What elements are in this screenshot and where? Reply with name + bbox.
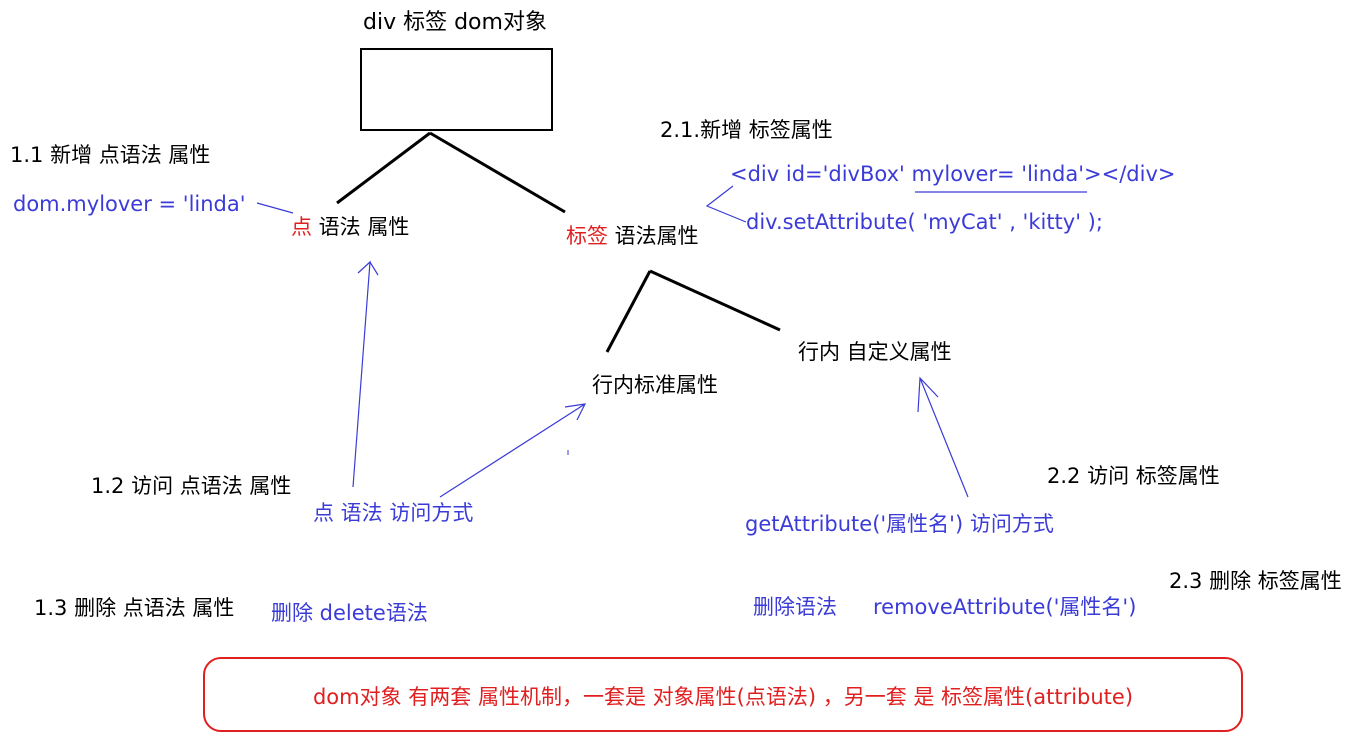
dot-syntax-node: 点 语法 属性 bbox=[291, 217, 409, 238]
tag-node-suffix: 语法属性 bbox=[608, 224, 699, 248]
tag-access-method: getAttribute('属性名') 访问方式 bbox=[745, 512, 1054, 536]
tag-to-standard-line bbox=[605, 270, 652, 353]
standard-access-arrow bbox=[439, 403, 587, 498]
tag-add-code-html: <div id='divBox' mylover= 'linda'></div> bbox=[730, 162, 1176, 186]
tag-node-prefix: 标签 bbox=[566, 224, 608, 248]
inline-custom-node: 行内 自定义属性 bbox=[798, 340, 952, 364]
dot-delete-method: 删除 delete语法 bbox=[271, 601, 428, 625]
tag-delete-heading: 2.3 删除 标签属性 bbox=[1169, 569, 1342, 593]
summary-text: dom对象 有两套 属性机制，一套是 对象属性(点语法) ，另一套 是 标签属性… bbox=[312, 685, 1134, 709]
tag-delete-label: 删除语法 bbox=[753, 595, 837, 619]
tag-delete-method: removeAttribute('属性名') bbox=[873, 595, 1137, 619]
root-to-tag-line bbox=[429, 131, 566, 214]
root-title: div 标签 dom对象 bbox=[363, 10, 547, 35]
tag-syntax-node: 标签 语法属性 bbox=[566, 226, 699, 247]
add-code-underline bbox=[256, 202, 294, 214]
dot-access-method: 点 语法 访问方式 bbox=[313, 501, 474, 525]
dot-add-code: dom.mylover = 'linda' bbox=[13, 192, 246, 216]
dot-access-heading: 1.2 访问 点语法 属性 bbox=[91, 474, 292, 498]
tag-add-code-setattribute: div.setAttribute( 'myCat' , 'kitty' ); bbox=[746, 210, 1103, 234]
dot-delete-heading: 1.3 删除 点语法 属性 bbox=[34, 596, 235, 620]
tag-to-custom-line bbox=[649, 269, 781, 332]
tag-add-heading: 2.1.新增 标签属性 bbox=[660, 118, 833, 142]
dot-node-prefix: 点 bbox=[291, 215, 312, 239]
tag-access-heading: 2.2 访问 标签属性 bbox=[1047, 464, 1220, 488]
summary-box: dom对象 有两套 属性机制，一套是 对象属性(点语法) ，另一套 是 标签属性… bbox=[203, 657, 1243, 732]
dom-object-box bbox=[360, 48, 553, 131]
dot-add-heading: 1.1 新增 点语法 属性 bbox=[10, 143, 211, 167]
inline-standard-node: 行内标准属性 bbox=[592, 373, 718, 397]
custom-access-arrow bbox=[917, 376, 969, 498]
dot-node-suffix: 语法 属性 bbox=[312, 215, 410, 239]
root-to-dot-line bbox=[336, 131, 431, 205]
tag-add-bracket bbox=[705, 185, 747, 223]
dot-access-arrow bbox=[352, 260, 379, 488]
